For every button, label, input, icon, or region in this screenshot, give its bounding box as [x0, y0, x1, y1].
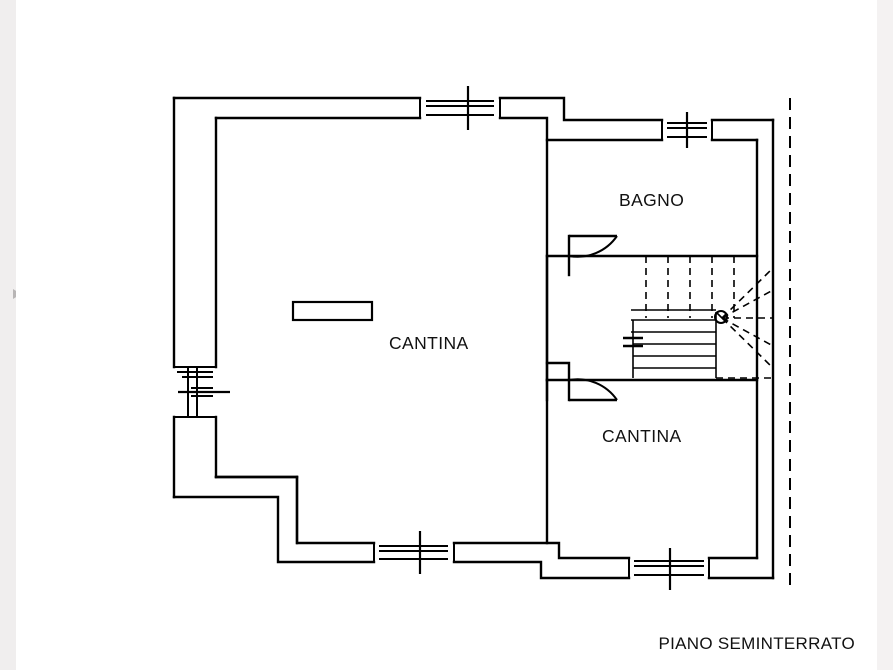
wall-top-step-inner — [498, 116, 664, 142]
wall-cantina-small-notch — [545, 361, 571, 382]
floorplan-svg — [172, 86, 791, 590]
wall-top-step-outer — [498, 96, 664, 122]
room-label-cantina-small: CANTINA — [602, 426, 682, 446]
staircase — [623, 256, 774, 379]
room-label-cantina-main: CANTINA — [389, 333, 469, 353]
viewer-right-gutter — [877, 0, 893, 670]
wall-bottom-step-outer — [452, 560, 631, 580]
window-bottom-right — [628, 548, 710, 590]
wall-bottom-left-outer — [172, 495, 376, 564]
fixture-rectangle — [291, 300, 374, 322]
wall-bottom-step-inner — [452, 541, 631, 560]
floorplan-drawing: CANTINA BAGNO CANTINA PIANO SEMINTERRATO — [16, 0, 877, 670]
viewer-left-gutter — [0, 0, 16, 670]
room-label-bagno: BAGNO — [619, 190, 685, 210]
window-top-right — [661, 112, 713, 148]
wall-bottom-left-inner — [214, 475, 376, 545]
plan-caption: PIANO SEMINTERRATO — [658, 634, 855, 653]
window-bottom-left — [373, 531, 455, 574]
window-top-left — [419, 86, 501, 130]
door-cantina-small — [568, 378, 618, 402]
door-bagno — [568, 234, 618, 258]
window-left — [174, 366, 230, 418]
